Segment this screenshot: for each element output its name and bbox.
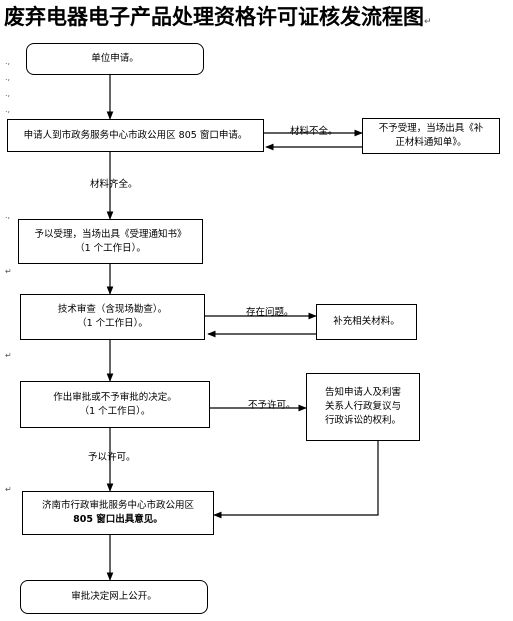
- node-text: 正材料通知单》。: [395, 137, 467, 148]
- node-decision: 作出审批或不予审批的决定。 （1 个工作日）。: [20, 381, 210, 428]
- node-review: 技术审查（含现场勘查）。 （1 个工作日）。: [20, 294, 205, 340]
- node-text: 作出审批或不予审批的决定。: [53, 391, 177, 403]
- node-text: （1 个工作日）。: [79, 405, 151, 417]
- node-text: 申请人到市政务服务中心市政公用区 805 窗口申请。: [23, 129, 248, 141]
- edge-label-complete: 材料齐全。: [90, 179, 138, 190]
- node-text: （1 个工作日）。: [75, 242, 146, 254]
- node-accept: 予以受理，当场出具《受理通知书》 （1 个工作日）。: [18, 219, 203, 264]
- node-text: 关系人行政复议与: [324, 401, 401, 412]
- edge-label-not-permitted: 不予许可。: [248, 400, 296, 411]
- edge-label-permitted: 予以许可。: [88, 452, 136, 463]
- paragraph-mark: .,: [5, 57, 11, 66]
- node-text: 行政诉讼的权利。: [324, 415, 401, 426]
- paragraph-mark: ↵: [5, 351, 12, 360]
- node-text: 805 窗口出具意见。: [73, 514, 163, 525]
- node-text: 单位申请。: [91, 53, 139, 64]
- node-text: （1 个工作日）。: [77, 318, 148, 329]
- node-text: 审批决定网上公开。: [71, 591, 157, 602]
- node-issue: 济南市行政审批服务中心市政公用区 805 窗口出具意见。: [22, 491, 214, 535]
- paragraph-mark: ↵: [5, 485, 12, 494]
- node-text: 技术审查（含现场勘查）。: [57, 304, 168, 315]
- paragraph-mark: .,: [5, 73, 11, 82]
- node-text: 补充相关材料。: [333, 316, 400, 327]
- node-reject: 不予受理，当场出具《补 正材料通知单》。: [362, 118, 500, 154]
- node-publish: 审批决定网上公开。: [20, 580, 208, 614]
- node-supplement: 补充相关材料。: [316, 304, 417, 340]
- node-apply: 单位申请。: [26, 43, 204, 75]
- node-submit: 申请人到市政务服务中心市政公用区 805 窗口申请。: [7, 119, 264, 152]
- paragraph-mark: ↵: [5, 267, 12, 276]
- edge-label-problem: 存在问题。: [246, 307, 294, 318]
- arrow-notify-issue: [213, 441, 379, 519]
- node-text: 予以受理，当场出具《受理通知书》: [34, 228, 187, 240]
- page-title: 废弃电器电子产品处理资格许可证核发流程图↵: [4, 5, 432, 29]
- paragraph-mark: .,: [5, 89, 11, 98]
- paragraph-mark: .,: [5, 105, 11, 114]
- paragraph-mark: ↵: [424, 17, 432, 27]
- edge-label-incomplete: 材料不全。: [290, 126, 338, 137]
- paragraph-mark: .,: [5, 211, 11, 220]
- node-notify: 告知申请人及利害 关系人行政复议与 行政诉讼的权利。: [306, 373, 420, 441]
- node-text: 告知申请人及利害: [324, 387, 401, 398]
- node-text: 济南市行政审批服务中心市政公用区: [41, 500, 194, 511]
- node-text: 不予受理，当场出具《补: [378, 123, 484, 134]
